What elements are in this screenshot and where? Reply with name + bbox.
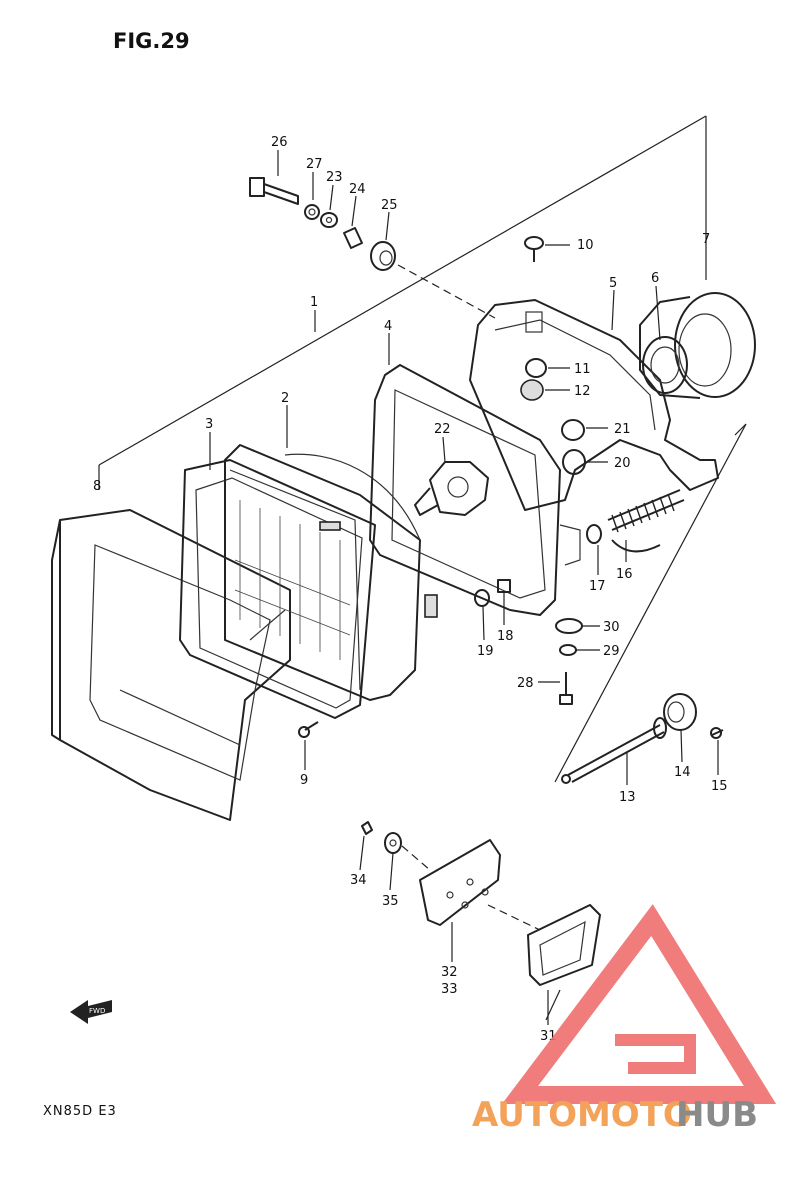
callout-20: 20 [614, 456, 631, 471]
sealed-beam-unit [224, 444, 438, 701]
nut-27 [304, 204, 320, 220]
adjusting-knob [663, 693, 697, 731]
callout-10: 10 [577, 238, 594, 253]
reflector-bracket [419, 839, 501, 926]
callout-8: 8 [93, 479, 101, 494]
callout-29: 29 [603, 644, 620, 659]
washer-30 [555, 618, 583, 634]
screw-15 [710, 727, 724, 739]
callout-28: 28 [517, 676, 534, 691]
group-outline [98, 115, 747, 1021]
clamp-ring [642, 336, 688, 394]
collar-24 [343, 227, 363, 249]
callout-24: 24 [349, 182, 366, 197]
washer-35 [384, 832, 402, 854]
callout-2: 2 [281, 391, 289, 406]
assembly-line-reflector-2 [487, 904, 541, 931]
nut-18 [497, 579, 511, 593]
bulb [414, 461, 489, 516]
callout-7: 7 [702, 232, 710, 247]
callout-16: 16 [616, 567, 633, 582]
nut-34 [361, 821, 373, 835]
forward-arrow-icon: FWD [70, 1000, 112, 1024]
callout-32: 32 [441, 965, 458, 980]
assembly-line-bolt [397, 264, 496, 319]
callout-4: 4 [384, 319, 392, 334]
reflector-lens [527, 904, 601, 986]
nut-29 [559, 644, 577, 656]
grommet-12 [520, 379, 544, 401]
fwd-label: FWD [89, 1007, 105, 1015]
callout-22: 22 [434, 422, 451, 437]
callout-34: 34 [350, 873, 367, 888]
figure-title: FIG.29 [113, 29, 190, 53]
callout-35: 35 [382, 894, 399, 909]
watermark-text: AUTOMOTO HUB [472, 1095, 758, 1135]
callout-9: 9 [300, 773, 308, 788]
callout-15: 15 [711, 779, 728, 794]
watermark-text-orange: AUTOMOTO [472, 1095, 692, 1135]
callout-17: 17 [589, 579, 606, 594]
grommet-20 [562, 449, 586, 475]
callout-25: 25 [381, 198, 398, 213]
watermark-text-gray: HUB [676, 1095, 758, 1135]
callout-18: 18 [497, 629, 514, 644]
lens-rim [179, 459, 376, 719]
callout-23: 23 [326, 170, 343, 185]
callout-26: 26 [271, 135, 288, 150]
headlight-socket [639, 292, 756, 399]
callout-13: 13 [619, 790, 636, 805]
callout-27: 27 [306, 157, 323, 172]
callout-3: 3 [205, 417, 213, 432]
adjusting-screw [561, 717, 667, 784]
mounting-frame [369, 364, 581, 616]
grommet-11 [525, 358, 547, 378]
screw-9 [298, 721, 319, 738]
headlight-housing [469, 299, 719, 511]
callout-21: 21 [614, 422, 631, 437]
bolt-26 [249, 177, 299, 205]
model-code: XN85D E3 [43, 1104, 117, 1119]
cushion-25 [370, 241, 396, 271]
callout-14: 14 [674, 765, 691, 780]
bolt-28 [559, 672, 573, 705]
adjusting-spring [607, 489, 685, 553]
callout-6: 6 [651, 271, 659, 286]
watermark-logo [501, 904, 777, 1104]
callout-19: 19 [477, 644, 494, 659]
washer-23 [320, 212, 338, 228]
callout-5: 5 [609, 276, 617, 291]
callout-30: 30 [603, 620, 620, 635]
callout-33: 33 [441, 982, 458, 997]
headlight-bezel [51, 509, 291, 821]
leader-lines [209, 150, 719, 1025]
callout-numbers: 26 27 23 24 25 10 7 5 6 1 4 11 12 2 3 22… [93, 135, 728, 1044]
washer-19 [474, 589, 490, 607]
washer-17 [586, 524, 602, 544]
callout-1: 1 [310, 295, 318, 310]
grommet-21 [561, 419, 585, 441]
callout-12: 12 [574, 384, 591, 399]
screw-10 [524, 236, 544, 262]
callout-11: 11 [574, 362, 591, 377]
assembly-line-reflector [401, 845, 431, 871]
